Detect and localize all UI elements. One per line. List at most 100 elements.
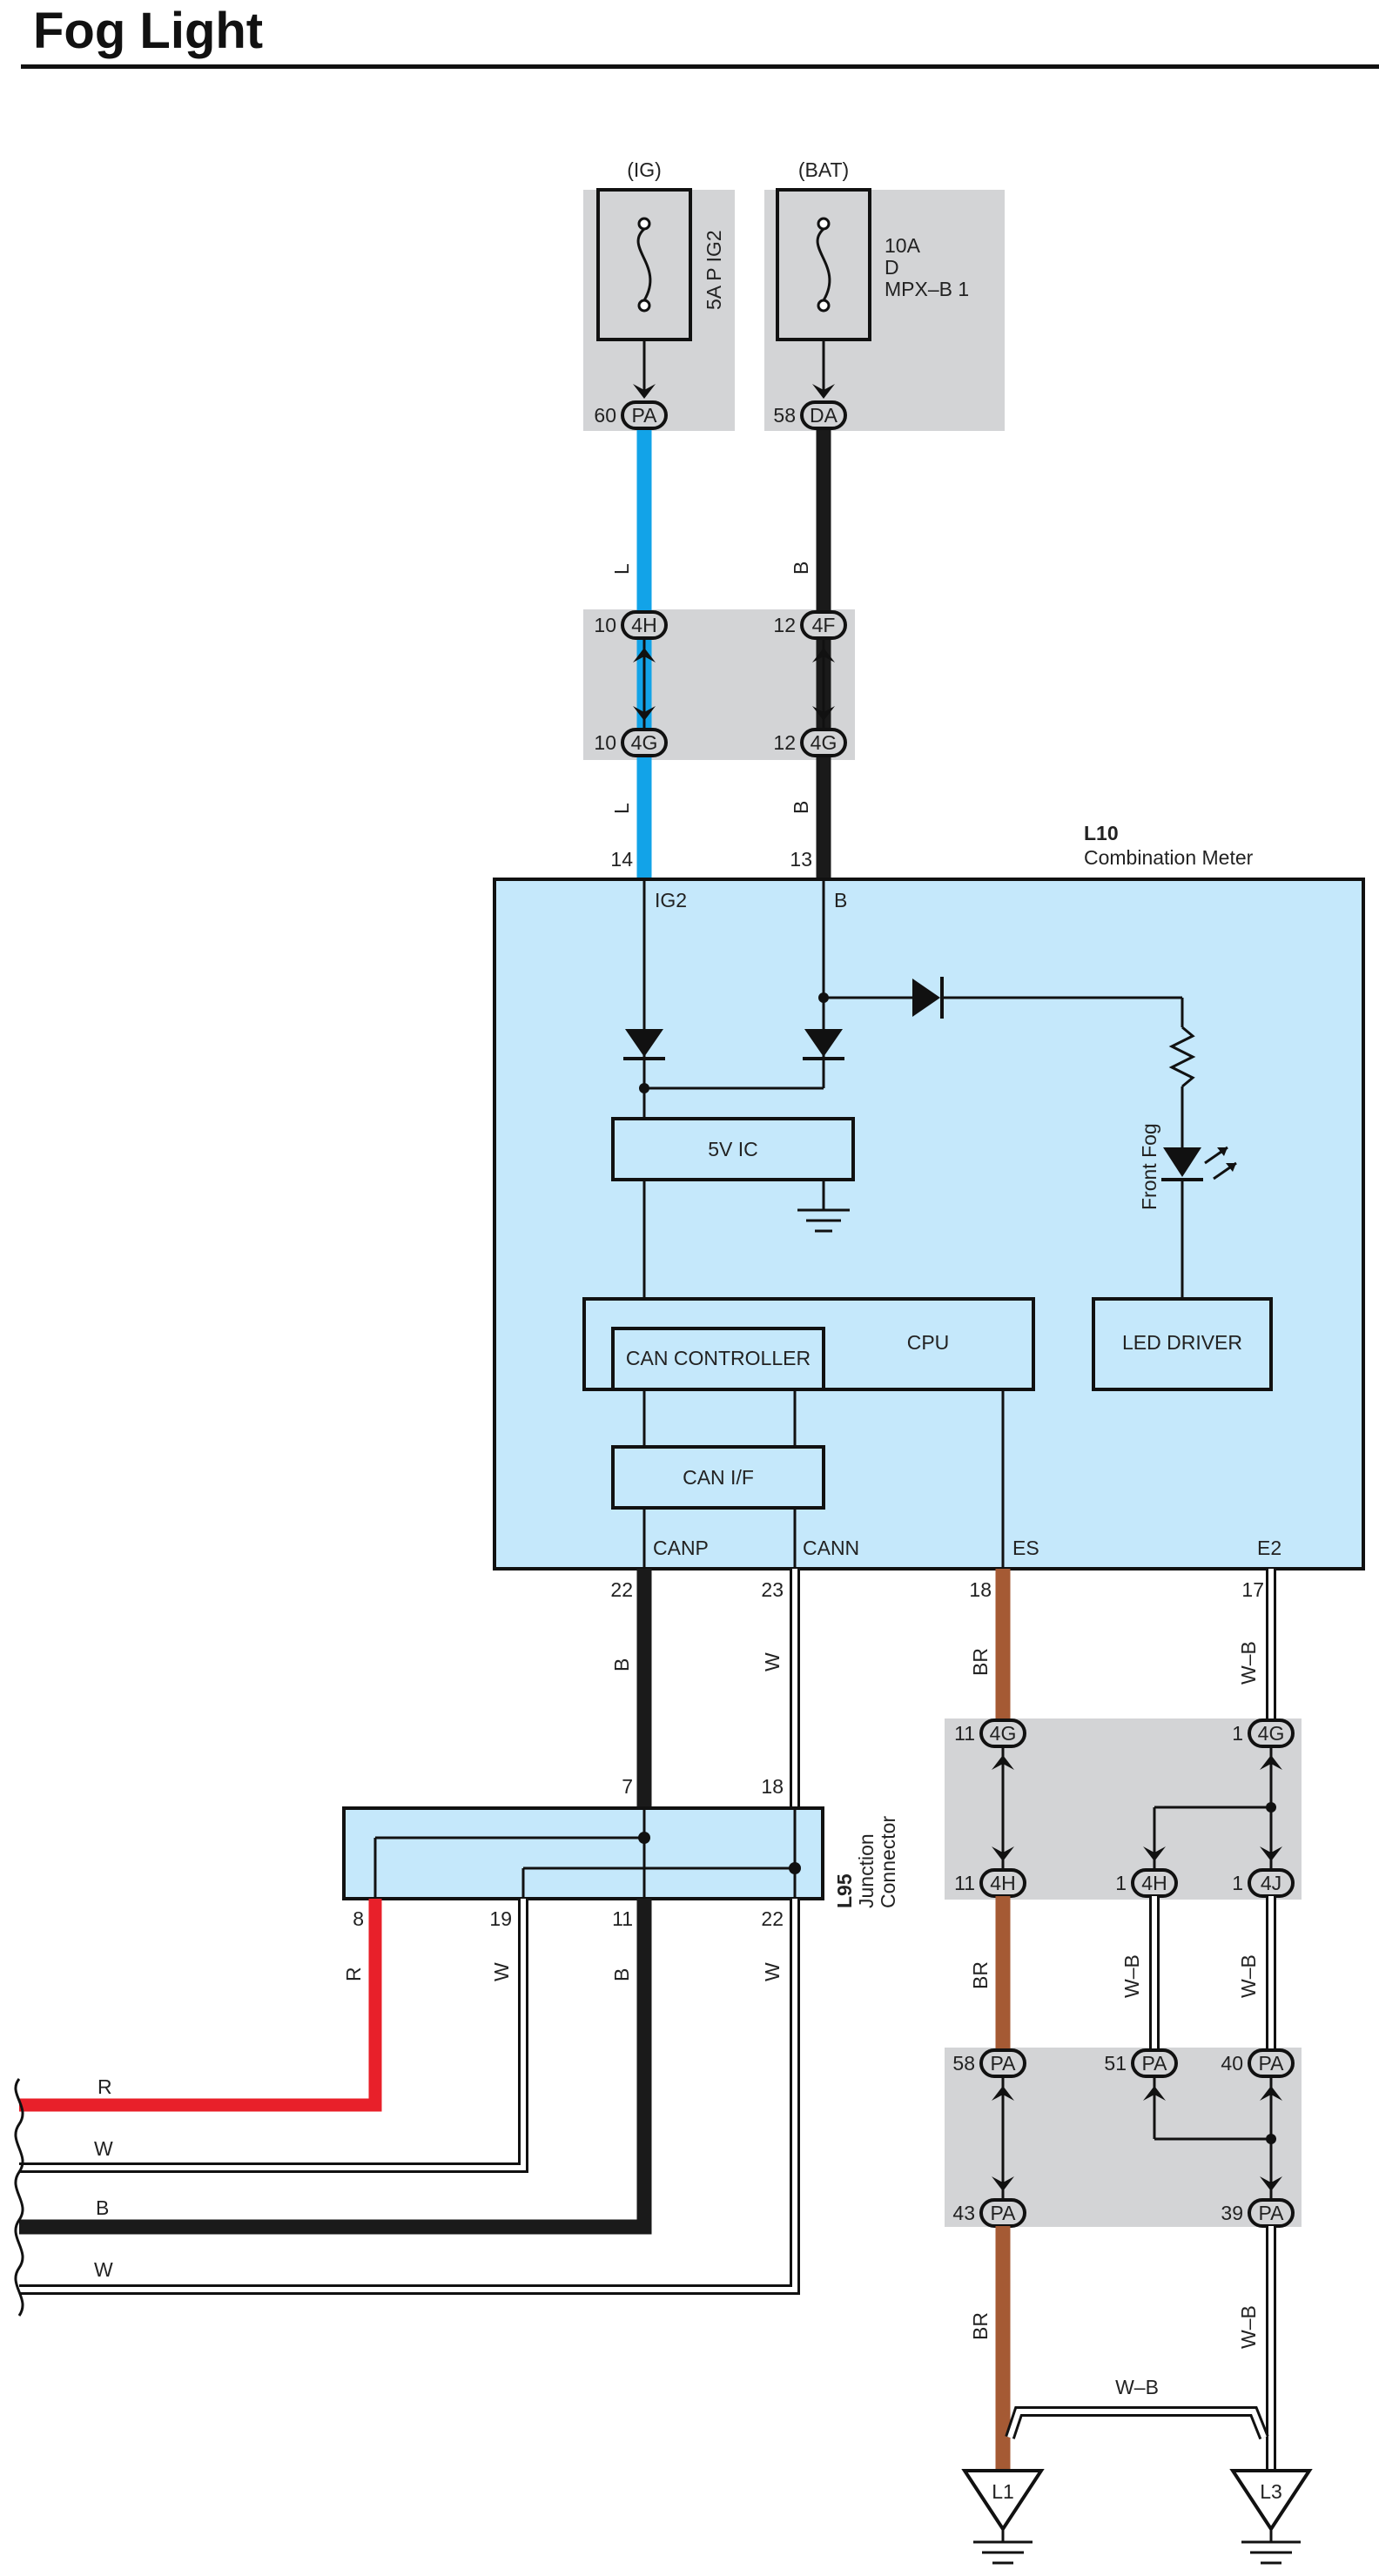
wire-label-br-3: BR bbox=[969, 2312, 992, 2340]
svg-text:4G: 4G bbox=[1258, 1722, 1285, 1745]
connector-4g-e2: 4G bbox=[1248, 1718, 1295, 1748]
pin-pa-40: 40 bbox=[1221, 2052, 1243, 2075]
diode-fog bbox=[912, 977, 944, 1019]
pin-pa-58: 58 bbox=[952, 2052, 975, 2075]
block-can-controller-label: CAN CONTROLLER bbox=[626, 1347, 811, 1369]
svg-text:4H: 4H bbox=[1141, 1872, 1167, 1894]
fuse-ig-label: 5A P IG2 bbox=[703, 230, 725, 310]
connector-4h-mid: 4H bbox=[1131, 1868, 1178, 1898]
block-can-controller bbox=[611, 1327, 825, 1391]
meter-pin-b: 13 bbox=[790, 848, 812, 871]
wire-label-b-4: B bbox=[610, 1968, 633, 1981]
pin-4h-es: 11 bbox=[954, 1872, 975, 1894]
wire-label-r-2: R bbox=[98, 2075, 112, 2098]
connector-4g-es: 4G bbox=[979, 1718, 1026, 1748]
connector-da-bat: DA bbox=[800, 400, 847, 430]
terminal-e2: E2 bbox=[1257, 1537, 1281, 1559]
ground-symbol-ic bbox=[797, 1208, 850, 1233]
wire-label-br-2: BR bbox=[969, 1961, 992, 1989]
connector-pa-43: PA bbox=[979, 2198, 1026, 2228]
svg-text:PA: PA bbox=[991, 2202, 1017, 2224]
block-led-driver bbox=[1092, 1297, 1273, 1391]
ground-point-l1: L1 bbox=[961, 2469, 1045, 2565]
block-cpu-label: CPU bbox=[907, 1331, 950, 1354]
pin-pa-51: 51 bbox=[1104, 2052, 1127, 2075]
pin-4g-a: 10 bbox=[594, 731, 616, 754]
wire-b-black bbox=[19, 1899, 652, 2235]
svg-text:4F: 4F bbox=[812, 614, 836, 636]
fuse-block-bat bbox=[764, 190, 1005, 431]
svg-text:4G: 4G bbox=[811, 731, 837, 754]
svg-text:PA: PA bbox=[1259, 2202, 1285, 2224]
wire-label-l-2: L bbox=[610, 803, 633, 814]
wire-label-l-1: L bbox=[610, 563, 633, 575]
diode-b bbox=[803, 1029, 844, 1060]
svg-text:4J: 4J bbox=[1261, 1872, 1281, 1894]
connector-pa-51: PA bbox=[1131, 2048, 1178, 2078]
meter-name: Combination Meter bbox=[1084, 846, 1254, 869]
junction-connector-l95 bbox=[342, 1806, 824, 1900]
connector-pa-40: PA bbox=[1248, 2048, 1295, 2078]
svg-text:L3: L3 bbox=[1260, 2480, 1282, 2503]
pin-ig: 60 bbox=[594, 404, 616, 427]
svg-text:4H: 4H bbox=[990, 1872, 1015, 1894]
inline-connector-4f: 4F bbox=[800, 610, 847, 640]
junction-code: L95 bbox=[833, 1873, 856, 1908]
junction-line2: Connector bbox=[877, 1816, 899, 1908]
wire-label-w-4: W bbox=[94, 2137, 113, 2160]
pin-4j-e2: 1 bbox=[1232, 1872, 1243, 1894]
fuse-bat-amp: 10A bbox=[885, 234, 921, 257]
connector-pa-ig: PA bbox=[621, 400, 668, 430]
fuse-bat-line3: MPX–B 1 bbox=[885, 278, 969, 300]
pin-4g-b: 12 bbox=[773, 731, 796, 754]
inline-connector-4g-a: 4G bbox=[621, 728, 668, 757]
bat-supply-label: (BAT) bbox=[798, 158, 849, 181]
fuse-bat-line2: D bbox=[885, 256, 899, 279]
meter-code: L10 bbox=[1084, 822, 1119, 844]
terminal-cann: CANN bbox=[803, 1537, 859, 1559]
pin-4h-mid: 1 bbox=[1115, 1872, 1127, 1894]
wire-w-2 bbox=[19, 1899, 800, 2295]
wire-label-wb-5: W–B bbox=[1115, 2376, 1159, 2398]
svg-text:PA: PA bbox=[991, 2052, 1017, 2075]
terminal-b: B bbox=[834, 889, 847, 911]
wire-label-b-1: B bbox=[790, 562, 812, 575]
connector-pa-39: PA bbox=[1248, 2198, 1295, 2228]
svg-text:4G: 4G bbox=[990, 1722, 1017, 1745]
wire-label-br-1: BR bbox=[969, 1648, 992, 1676]
block-can-if bbox=[611, 1445, 825, 1510]
meter-pin-canp: 22 bbox=[610, 1578, 633, 1601]
block-led-driver-label: LED DRIVER bbox=[1122, 1331, 1242, 1354]
terminal-es: ES bbox=[1012, 1537, 1039, 1559]
junction-pin-out-w2: 22 bbox=[761, 1907, 784, 1930]
terminal-ig2: IG2 bbox=[655, 889, 687, 911]
pin-pa-43: 43 bbox=[952, 2202, 975, 2224]
wire-label-b-5: B bbox=[96, 2196, 109, 2219]
svg-text:PA: PA bbox=[1142, 2052, 1168, 2075]
svg-text:4H: 4H bbox=[631, 614, 656, 636]
meter-pin-cann: 23 bbox=[761, 1578, 784, 1601]
pin-4h: 10 bbox=[594, 614, 616, 636]
ground-point-l3: L3 bbox=[1229, 2469, 1313, 2565]
junction-pin-out-w1: 19 bbox=[489, 1907, 512, 1930]
connector-4h-es: 4H bbox=[979, 1868, 1026, 1898]
wire-label-b-2: B bbox=[790, 801, 812, 814]
pin-4g-e2: 1 bbox=[1232, 1722, 1243, 1745]
wire-label-r-1: R bbox=[342, 1967, 365, 1981]
wire-label-w-3: W bbox=[761, 1962, 784, 1981]
wire-r-red bbox=[19, 1899, 382, 2112]
wire-label-w-5: W bbox=[94, 2258, 113, 2281]
svg-text:L1: L1 bbox=[992, 2480, 1014, 2503]
meter-pin-e2: 17 bbox=[1241, 1578, 1264, 1601]
fuse-block-ig bbox=[583, 190, 735, 431]
meter-pin-es: 18 bbox=[969, 1578, 992, 1601]
junction-pin-in-w: 18 bbox=[761, 1775, 784, 1798]
wire-label-wb-3: W–B bbox=[1237, 1954, 1260, 1998]
meter-pin-ig2: 14 bbox=[610, 848, 633, 871]
front-fog-label: Front Fog bbox=[1138, 1123, 1160, 1210]
title-rule bbox=[21, 64, 1379, 69]
connector-pa-58: PA bbox=[979, 2048, 1026, 2078]
inline-connector-4g-b: 4G bbox=[800, 728, 847, 757]
connector-4j-e2: 4J bbox=[1248, 1868, 1295, 1898]
